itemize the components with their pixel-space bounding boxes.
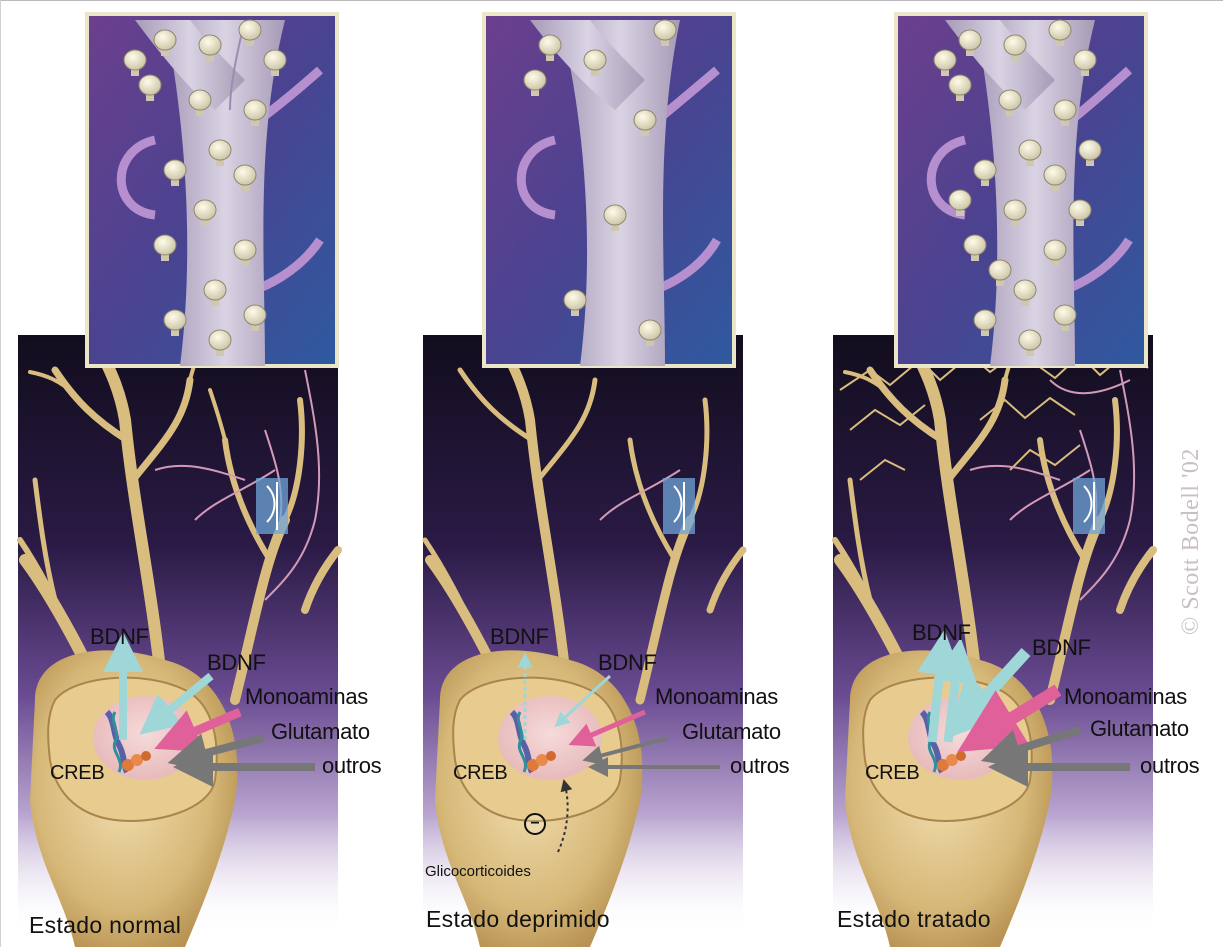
label-outros: outros xyxy=(322,755,381,777)
caption-tratado: Estado tratado xyxy=(837,906,991,933)
label-monoaminas: Monoaminas xyxy=(1064,686,1187,708)
artist-credit: © Scott Bodell '02 xyxy=(1150,395,1182,635)
inhibition-symbol: − xyxy=(524,813,546,835)
label-glicocorticoides: Glicocorticoides xyxy=(425,863,531,880)
panel-deprimido-illustration xyxy=(420,0,830,947)
inset-locator-box xyxy=(663,478,695,534)
inset-locator-box xyxy=(256,478,288,534)
panel-deprimido: BDNF BDNF Monoaminas Glutamato outros CR… xyxy=(420,0,830,947)
label-bdnf-in: BDNF xyxy=(1032,637,1091,659)
label-creb: CREB xyxy=(865,763,919,783)
label-outros: outros xyxy=(730,755,789,777)
left-border xyxy=(0,0,1,947)
label-bdnf-out: BDNF xyxy=(90,626,149,648)
label-creb: CREB xyxy=(50,763,104,783)
label-bdnf-in: BDNF xyxy=(207,652,266,674)
spine-inset xyxy=(87,14,337,366)
label-glutamato: Glutamato xyxy=(682,721,781,743)
inset-locator-box xyxy=(1073,478,1105,534)
label-bdnf-in: BDNF xyxy=(598,652,657,674)
panel-normal: BDNF BDNF Monoaminas Glutamato outros CR… xyxy=(15,0,425,947)
caption-normal: Estado normal xyxy=(29,912,181,939)
artist-credit-text: © Scott Bodell '02 xyxy=(1178,448,1205,635)
label-creb: CREB xyxy=(453,763,507,783)
panel-normal-illustration xyxy=(15,0,425,947)
label-glutamato: Glutamato xyxy=(1090,718,1189,740)
caption-deprimido: Estado deprimido xyxy=(426,906,610,933)
label-bdnf-out: BDNF xyxy=(912,622,971,644)
label-outros: outros xyxy=(1140,755,1199,777)
label-bdnf-out: BDNF xyxy=(490,626,549,648)
spine-inset xyxy=(896,14,1146,366)
label-glutamato: Glutamato xyxy=(271,721,370,743)
nucleus xyxy=(908,696,1012,780)
label-monoaminas: Monoaminas xyxy=(655,686,778,708)
label-monoaminas: Monoaminas xyxy=(245,686,368,708)
spine-inset xyxy=(484,14,734,366)
